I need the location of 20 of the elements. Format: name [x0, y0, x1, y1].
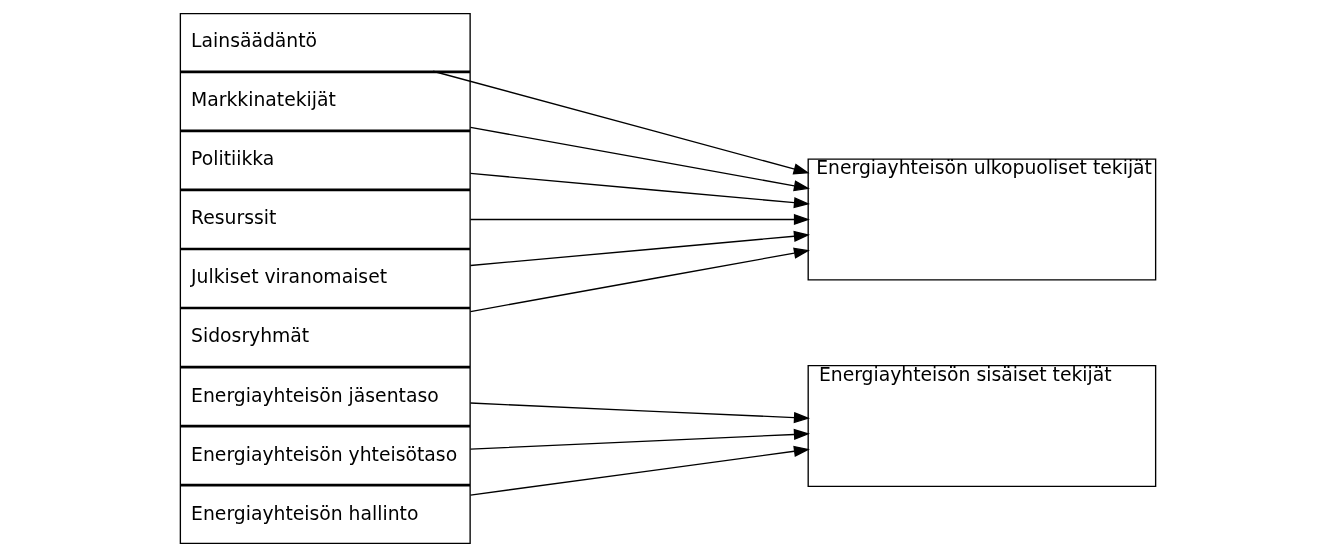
- node-box: Lainsäädäntö: [179, 12, 471, 72]
- arrow: [469, 126, 810, 192]
- node-box: Julkiset viranomaiset: [179, 249, 471, 308]
- node-box: Energiayhteisön jäsentaso: [179, 367, 471, 427]
- arrow: [469, 445, 810, 496]
- arrow: [469, 230, 810, 267]
- arrow: [469, 247, 810, 313]
- arrow: [469, 172, 810, 209]
- node-box: Resurssit: [179, 189, 471, 249]
- node-box: Energiayhteisön hallinto: [179, 485, 471, 545]
- node-box: Markkinatekijät: [179, 71, 471, 131]
- arrow: [469, 402, 810, 424]
- node-box: Energiayhteisön yhteisötaso: [179, 426, 471, 486]
- node-box: Energiayhteisön ulkopuoliset tekijät: [807, 158, 1157, 281]
- node-box: Sidosryhmät: [179, 308, 471, 368]
- arrow: [469, 428, 810, 450]
- node-box: Energiayhteisön sisäiset tekijät: [807, 365, 1157, 488]
- node-box: Politiikka: [179, 130, 471, 190]
- arrow: [432, 70, 810, 175]
- arrow: [469, 213, 810, 226]
